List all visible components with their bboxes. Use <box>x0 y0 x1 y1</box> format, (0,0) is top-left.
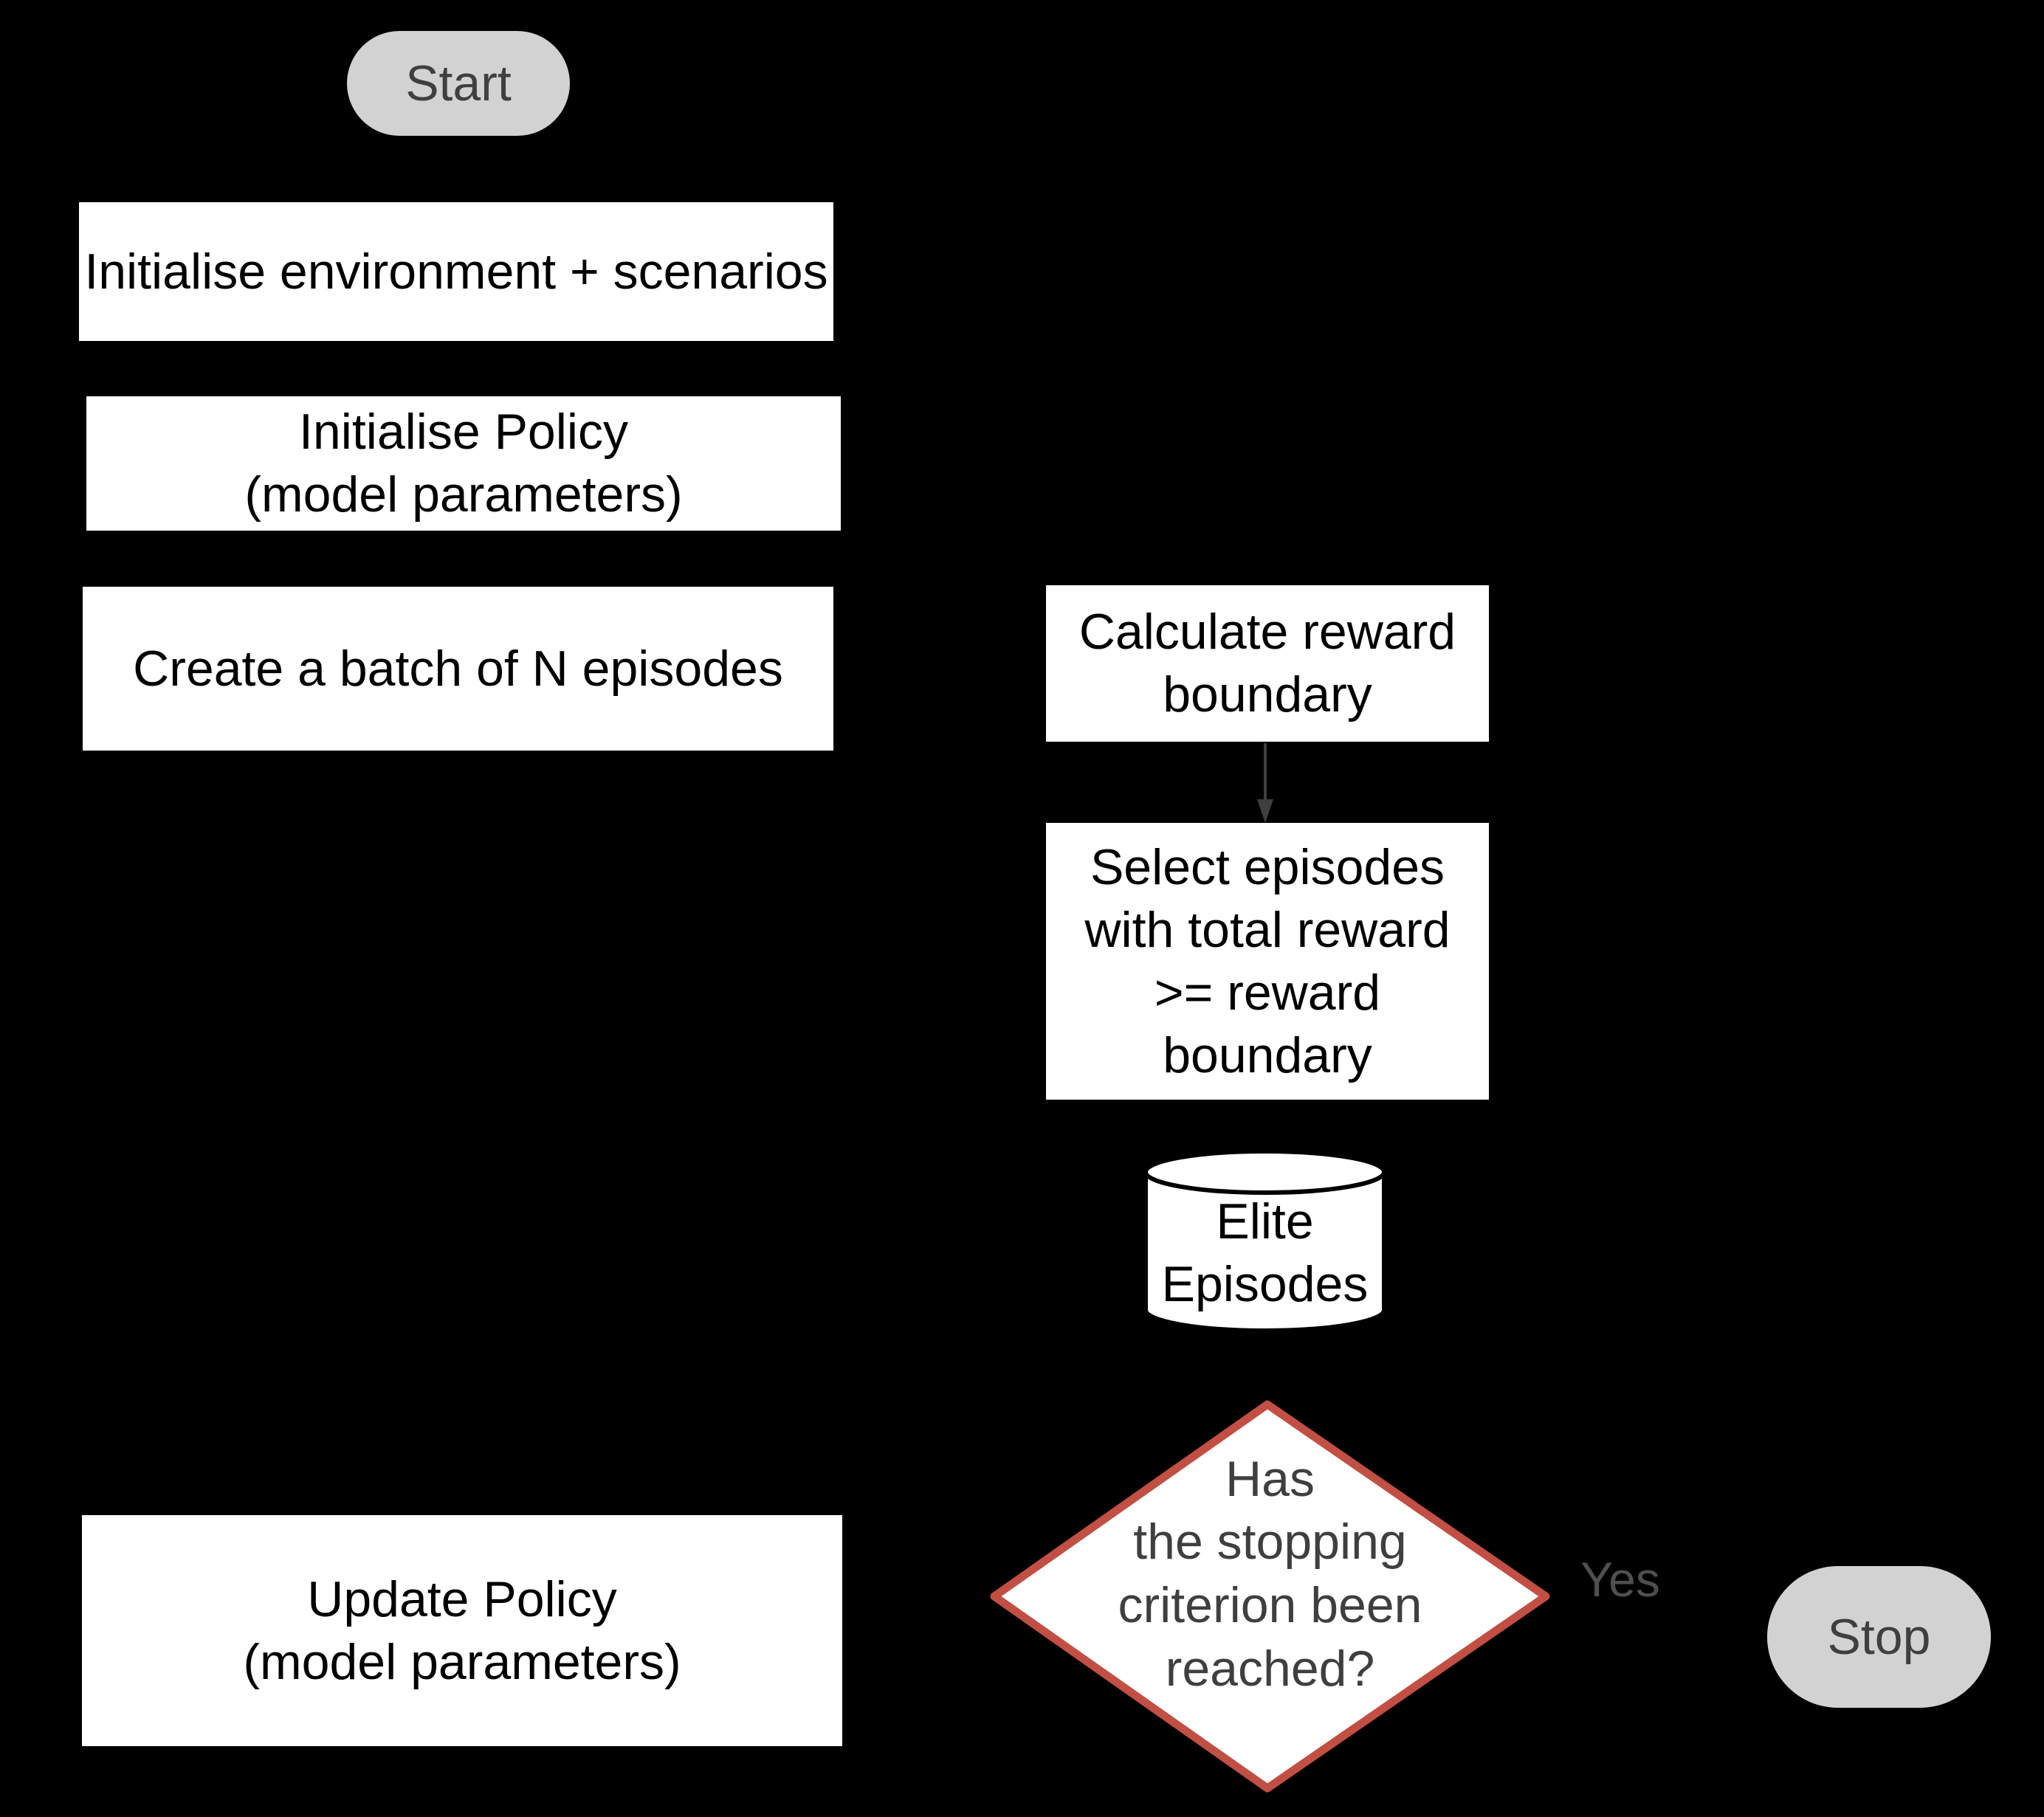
node-select-episodes-line4: boundary <box>1163 1027 1372 1083</box>
elite-episodes-line2: Episodes <box>1161 1255 1369 1312</box>
decision-line2: the stopping <box>1133 1514 1407 1571</box>
node-calculate-reward-boundary-line1: Calculate reward <box>1078 604 1456 660</box>
edge-label-yes-text: Yes <box>1580 1551 1660 1607</box>
node-elite-episodes-label: Elite Episodes <box>1146 1181 1384 1325</box>
node-stop-label: Stop <box>1827 1608 1931 1665</box>
decision-line3: criterion been <box>1118 1577 1422 1633</box>
node-stop: Stop <box>1767 1566 1991 1708</box>
node-initialise-policy: Initialise Policy (model parameters) <box>86 396 841 531</box>
node-select-episodes-line1: Select episodes <box>1090 838 1445 895</box>
node-select-episodes-line3: >= reward <box>1154 964 1381 1021</box>
edge-label-yes: Yes <box>1565 1548 1676 1610</box>
node-create-batch: Create a batch of N episodes <box>83 587 833 751</box>
elite-episodes-cylinder-body <box>1143 1172 1386 1333</box>
node-start-label: Start <box>405 55 512 111</box>
node-update-policy: Update Policy (model parameters) <box>82 1515 842 1746</box>
node-initialise-environment-label: Initialise environment + scenarios <box>84 243 828 300</box>
node-decision-label: Has the stopping criterion been reached? <box>994 1404 1546 1788</box>
node-update-policy-line1: Update Policy <box>307 1571 617 1627</box>
node-initialise-policy-line1: Initialise Policy <box>299 404 628 460</box>
decision-line4: reached? <box>1165 1640 1375 1697</box>
node-select-episodes-line2: with total reward <box>1084 901 1451 958</box>
elite-episodes-line1: Elite <box>1216 1193 1314 1249</box>
node-initialise-environment: Initialise environment + scenarios <box>79 202 833 341</box>
node-calculate-reward-boundary: Calculate reward boundary <box>1046 585 1489 742</box>
node-update-policy-line2: (model parameters) <box>243 1633 681 1690</box>
node-initialise-policy-line2: (model parameters) <box>244 466 683 523</box>
node-select-episodes: Select episodes with total reward >= rew… <box>1046 823 1489 1100</box>
decision-line1: Has <box>1225 1450 1315 1507</box>
node-create-batch-label: Create a batch of N episodes <box>133 640 783 697</box>
decision-diamond-shape <box>990 1400 1550 1793</box>
node-start: Start <box>347 31 570 136</box>
node-calculate-reward-boundary-line2: boundary <box>1163 666 1372 723</box>
decision-label-lines: Has the stopping criterion been reached? <box>1118 1448 1422 1701</box>
elite-episodes-cylinder-top <box>1143 1149 1386 1195</box>
arrow-head-icon <box>1257 799 1273 823</box>
